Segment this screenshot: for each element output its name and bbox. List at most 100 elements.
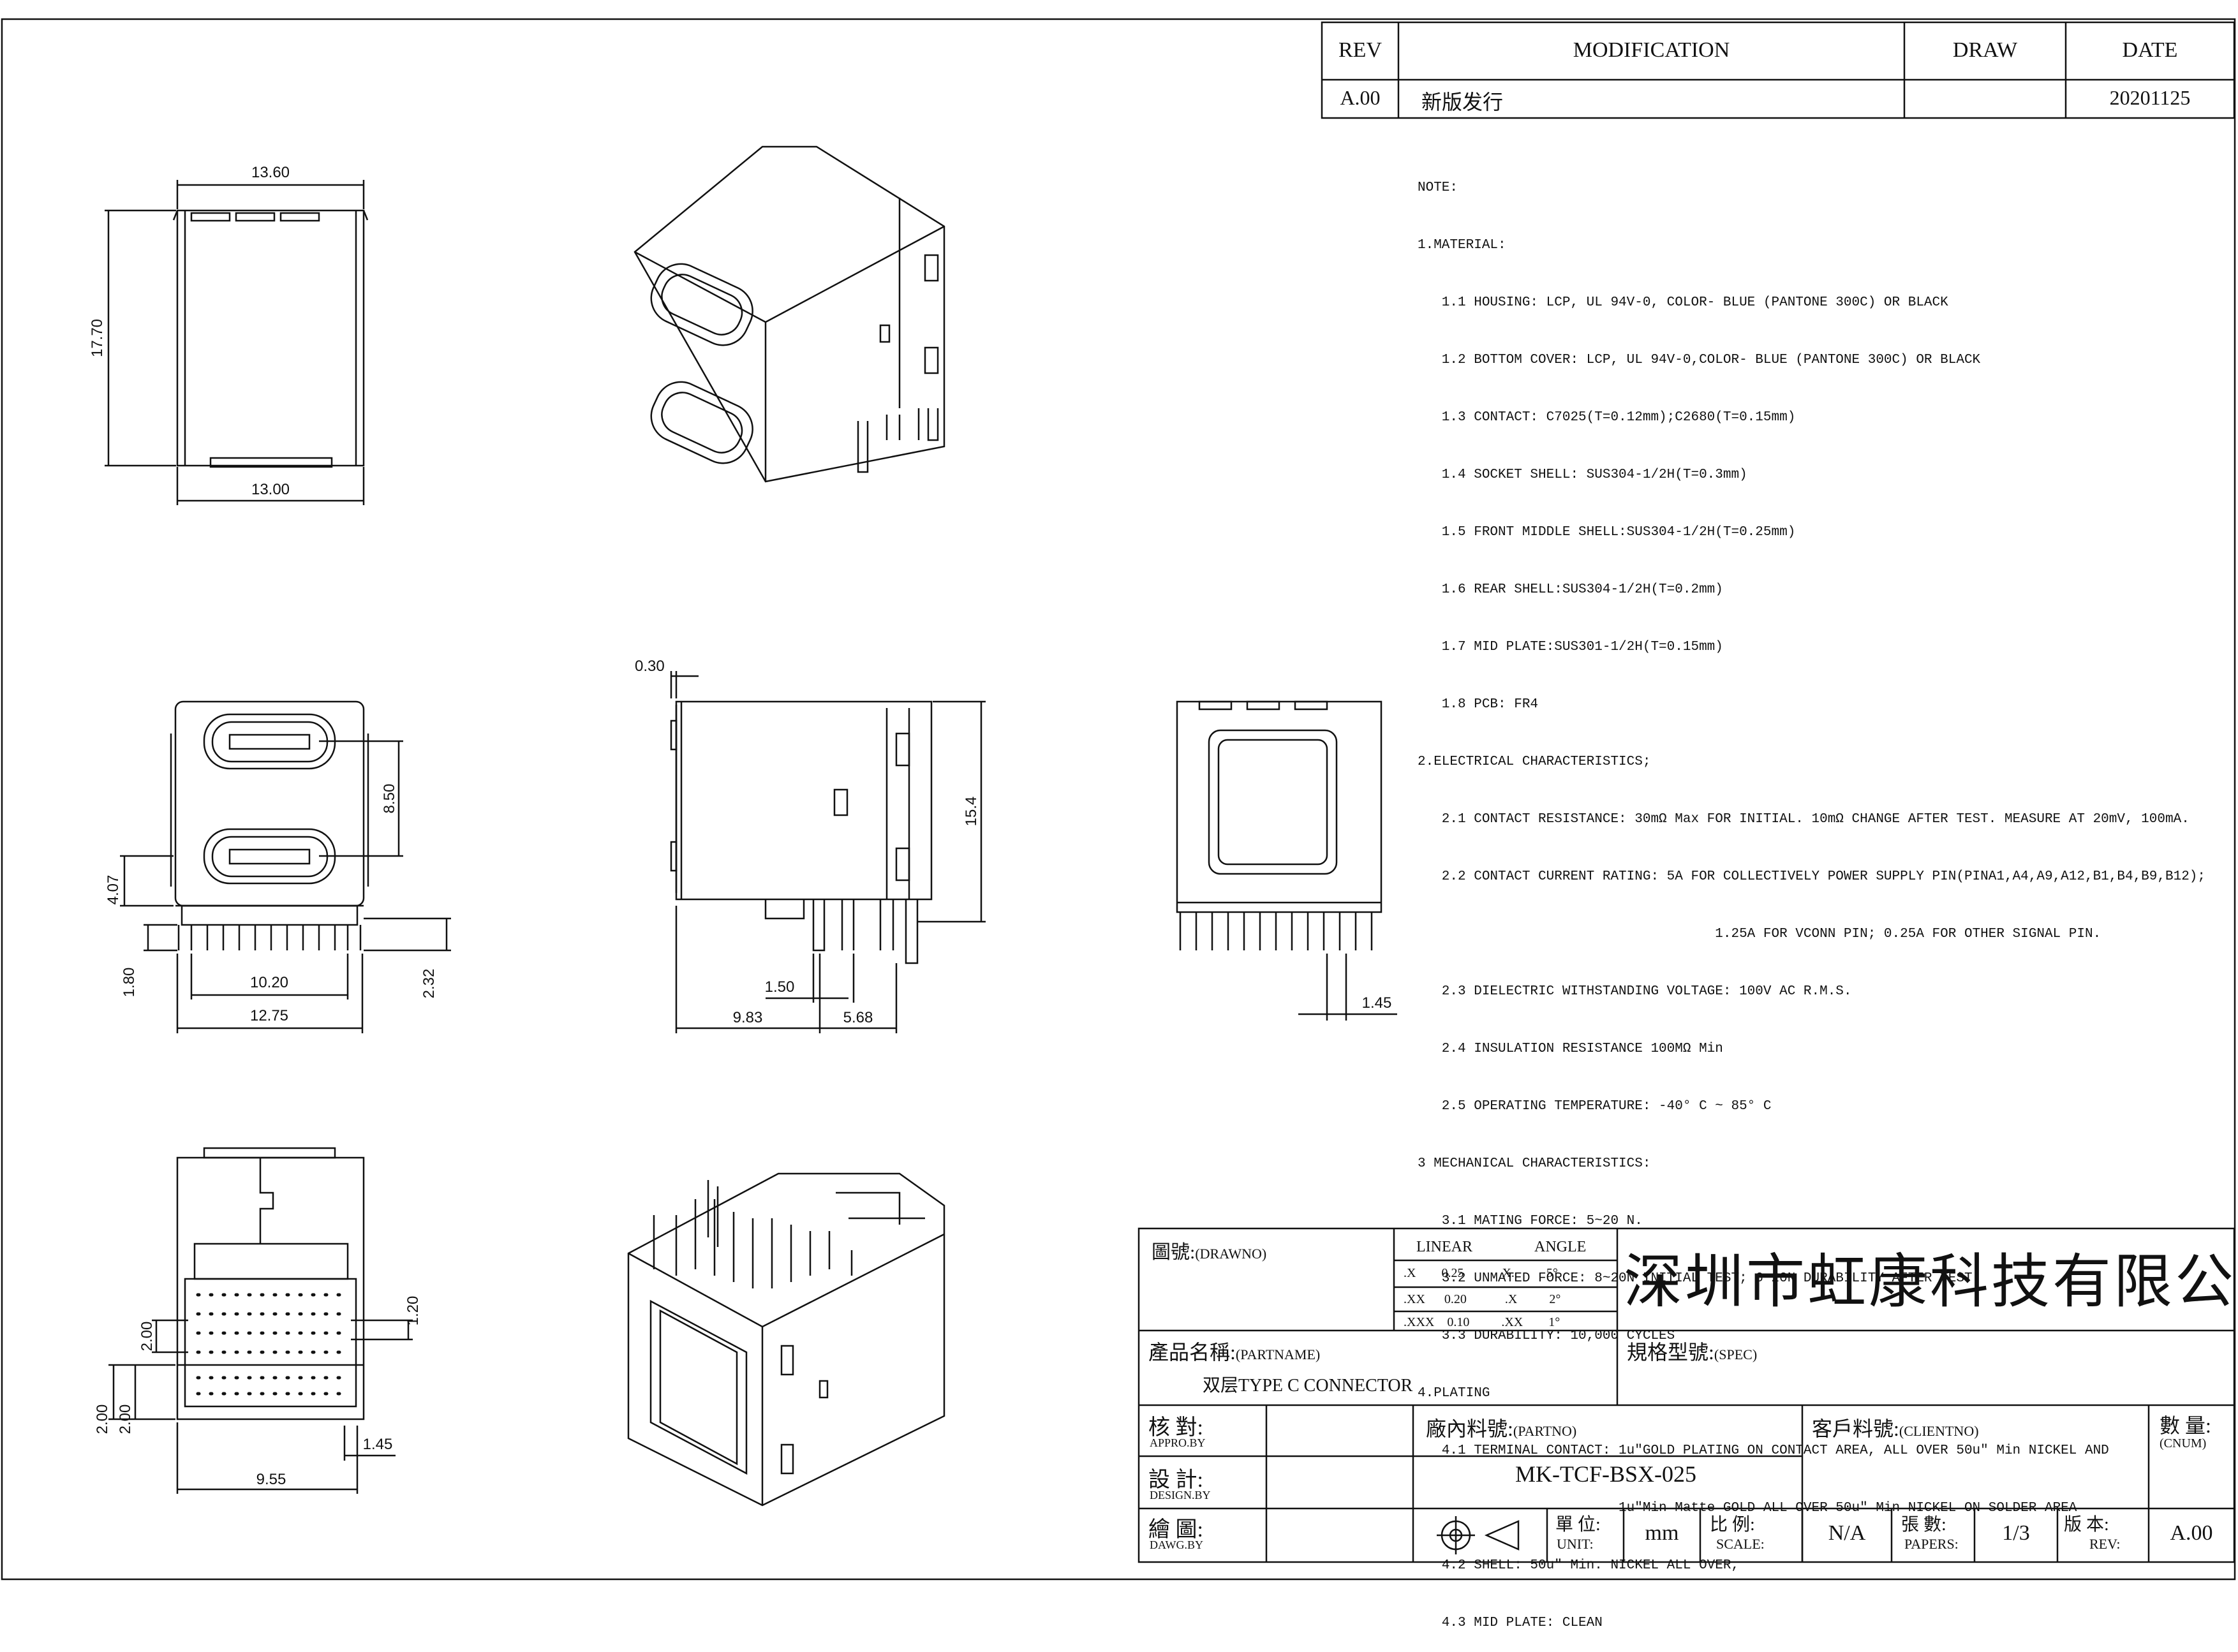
sheet-border xyxy=(1,18,2236,1581)
revision-table-grid xyxy=(1321,21,2235,119)
draw-header: DRAW xyxy=(1952,38,2018,62)
drawno-label: 圖號:(DRAWNO) xyxy=(1152,1242,1267,1263)
clientno-label: 客戶料號:(CLIENTNO) xyxy=(1812,1417,1979,1440)
side-view xyxy=(670,671,986,1033)
scale-en: SCALE: xyxy=(1716,1536,1765,1552)
rev-header: REV xyxy=(1338,38,1382,62)
dawg-label: 繪 圖: xyxy=(1148,1518,1203,1542)
scale-value: N/A xyxy=(1828,1521,1866,1545)
scale-label: 比 例: xyxy=(1710,1515,1755,1535)
iso-view-front xyxy=(634,145,945,483)
note-line: 4.2 SHELL: 50u" Min. NICKEL ALL OVER, xyxy=(1418,1558,1740,1573)
date-value: 20201125 xyxy=(2109,86,2191,109)
dim-side-5-68: 5.68 xyxy=(843,1009,873,1026)
dim-bottom-2-00-b: 2.00 xyxy=(94,1405,111,1434)
front-view xyxy=(120,700,451,1033)
appro-label: 核 對: xyxy=(1148,1416,1203,1440)
dawg-en: DAWG.BY xyxy=(1150,1538,1204,1551)
note-line: 2.4 INSULATION RESISTANCE 100MΩ Min xyxy=(1418,1042,1723,1056)
note-line: 4.1 TERMINAL CONTACT: 1u"GOLD PLATING ON… xyxy=(1418,1443,2109,1458)
note-line: 2.5 OPERATING TEMPERATURE: -40° C ~ 85° … xyxy=(1418,1099,1772,1114)
tolerance-linear-header: LINEAR xyxy=(1416,1239,1472,1255)
note-line: 1.5 FRONT MIDDLE SHELL:SUS304-1/2H(T=0.2… xyxy=(1418,525,1796,540)
dim-bottom-1-20: 1.20 xyxy=(404,1296,422,1326)
note-line: 2.ELECTRICAL CHARACTERISTICS; xyxy=(1418,755,1651,769)
note-line: 3.3 DURABILITY: 10,000 CYCLES xyxy=(1418,1329,1675,1343)
note-line: 1.1 HOUSING: LCP, UL 94V-0, COLOR- BLUE … xyxy=(1418,295,1948,310)
rev-value-title: A.00 xyxy=(2170,1521,2213,1545)
note-line: 2.3 DIELECTRIC WITHSTANDING VOLTAGE: 100… xyxy=(1418,984,1852,999)
dim-side-1-50: 1.50 xyxy=(765,978,795,996)
note-line: 2.1 CONTACT RESISTANCE: 30mΩ Max FOR INI… xyxy=(1418,812,2190,827)
cnum-en: (CNUM) xyxy=(2160,1436,2207,1450)
unit-label: 單 位: xyxy=(1555,1515,1601,1535)
dim-bottom-2-00-a: 2.00 xyxy=(138,1322,156,1352)
note-line: 1.3 CONTACT: C7025(T=0.12mm);C2680(T=0.1… xyxy=(1418,410,1796,425)
note-line: 1u"Min Matte GOLD ALL OVER 50u" Min NICK… xyxy=(1418,1501,2077,1516)
partno-value: MK-TCF-BSX-025 xyxy=(1515,1461,1697,1487)
note-line: 1.MATERIAL: xyxy=(1418,238,1506,253)
dim-rear-1-45: 1.45 xyxy=(1362,994,1392,1012)
partno-label: 廠內料號:(PARTNO) xyxy=(1426,1417,1577,1440)
dim-bottom-9-55: 9.55 xyxy=(256,1471,286,1488)
appro-en: APPRO.BY xyxy=(1150,1436,1206,1449)
note-line: 2.2 CONTACT CURRENT RATING: 5A FOR COLLE… xyxy=(1418,869,2206,884)
title-block-grid xyxy=(1138,1227,2235,1563)
papers-value: 1/3 xyxy=(2002,1521,2030,1545)
rear-view xyxy=(1176,700,1397,1021)
date-header: DATE xyxy=(2122,38,2178,62)
dim-top-height: 17.70 xyxy=(89,319,106,357)
spec-label: 規格型號:(SPEC) xyxy=(1627,1341,1758,1364)
partname-value: 双层TYPE C CONNECTOR xyxy=(1203,1376,1413,1396)
rev-en: REV: xyxy=(2089,1536,2121,1552)
unit-en: UNIT: xyxy=(1557,1536,1594,1552)
partname-label: 產品名稱:(PARTNAME) xyxy=(1148,1341,1321,1364)
bottom-view xyxy=(108,1147,413,1494)
dim-side-0-30: 0.30 xyxy=(635,658,665,675)
unit-value: mm xyxy=(1645,1521,1679,1545)
note-line: 1.2 BOTTOM COVER: LCP, UL 94V-0,COLOR- B… xyxy=(1418,353,1981,367)
note-line: 1.6 REAR SHELL:SUS304-1/2H(T=0.2mm) xyxy=(1418,582,1723,597)
dim-top-bottom: 13.00 xyxy=(251,481,290,498)
note-line: 4.PLATING xyxy=(1418,1386,1490,1401)
papers-en: PAPERS: xyxy=(1904,1536,1959,1552)
note-line: 4.3 MID PLATE: CLEAN xyxy=(1418,1616,1603,1630)
notes-block: NOTE: 1.MATERIAL: 1.1 HOUSING: LCP, UL 9… xyxy=(1418,140,2234,1652)
tolerance-angle-header: ANGLE xyxy=(1534,1239,1587,1255)
note-line: 1.7 MID PLATE:SUS301-1/2H(T=0.15mm) xyxy=(1418,640,1723,654)
dim-front-2-32: 2.32 xyxy=(420,969,438,999)
papers-label: 張 數: xyxy=(1901,1515,1946,1535)
rev-label: 版 本: xyxy=(2064,1515,2109,1535)
dim-front-8-50: 8.50 xyxy=(381,784,398,814)
modification-header: MODIFICATION xyxy=(1573,38,1730,62)
dim-front-10-20: 10.20 xyxy=(250,974,288,991)
projection-symbol-icon xyxy=(1437,1516,1520,1554)
design-en: DESIGN.BY xyxy=(1150,1489,1211,1501)
company-name: 深圳市虹康科技有限公司 xyxy=(1624,1250,2238,1315)
dim-bottom-2-00-c: 2.00 xyxy=(117,1405,134,1434)
note-line: 1.4 SOCKET SHELL: SUS304-1/2H(T=0.3mm) xyxy=(1418,468,1747,482)
note-line: 1.8 PCB: FR4 xyxy=(1418,697,1539,712)
note-line: 3 MECHANICAL CHARACTERISTICS: xyxy=(1418,1156,1651,1171)
dim-front-1-80: 1.80 xyxy=(121,968,138,998)
dim-front-12-75: 12.75 xyxy=(250,1007,288,1024)
note-line: 3.1 MATING FORCE: 5~20 N. xyxy=(1418,1214,1643,1228)
dim-bottom-1-45: 1.45 xyxy=(363,1436,393,1453)
dim-front-4-07: 4.07 xyxy=(105,875,122,905)
dim-side-9-83: 9.83 xyxy=(733,1009,763,1026)
note-line: 3.2 UNMATED FORCE: 8~20N INITIAL TEST; 6… xyxy=(1418,1271,1973,1286)
modification-value: 新版发行 xyxy=(1421,91,1504,114)
iso-view-rear xyxy=(627,1172,945,1507)
note-line: NOTE: xyxy=(1418,181,1458,195)
rev-value: A.00 xyxy=(1340,86,1381,109)
dim-top-width: 13.60 xyxy=(251,164,290,181)
note-line: 1.25A FOR VCONN PIN; 0.25A FOR OTHER SIG… xyxy=(1418,927,2101,941)
dim-side-15-4: 15.4 xyxy=(963,797,980,827)
design-label: 設 計: xyxy=(1148,1468,1203,1492)
top-view xyxy=(105,180,369,505)
drawing-canvas: 13.60 17.70 13.00 8.50 4.07 xyxy=(1,18,2236,1581)
cnum-label: 數 量: xyxy=(2160,1414,2211,1437)
